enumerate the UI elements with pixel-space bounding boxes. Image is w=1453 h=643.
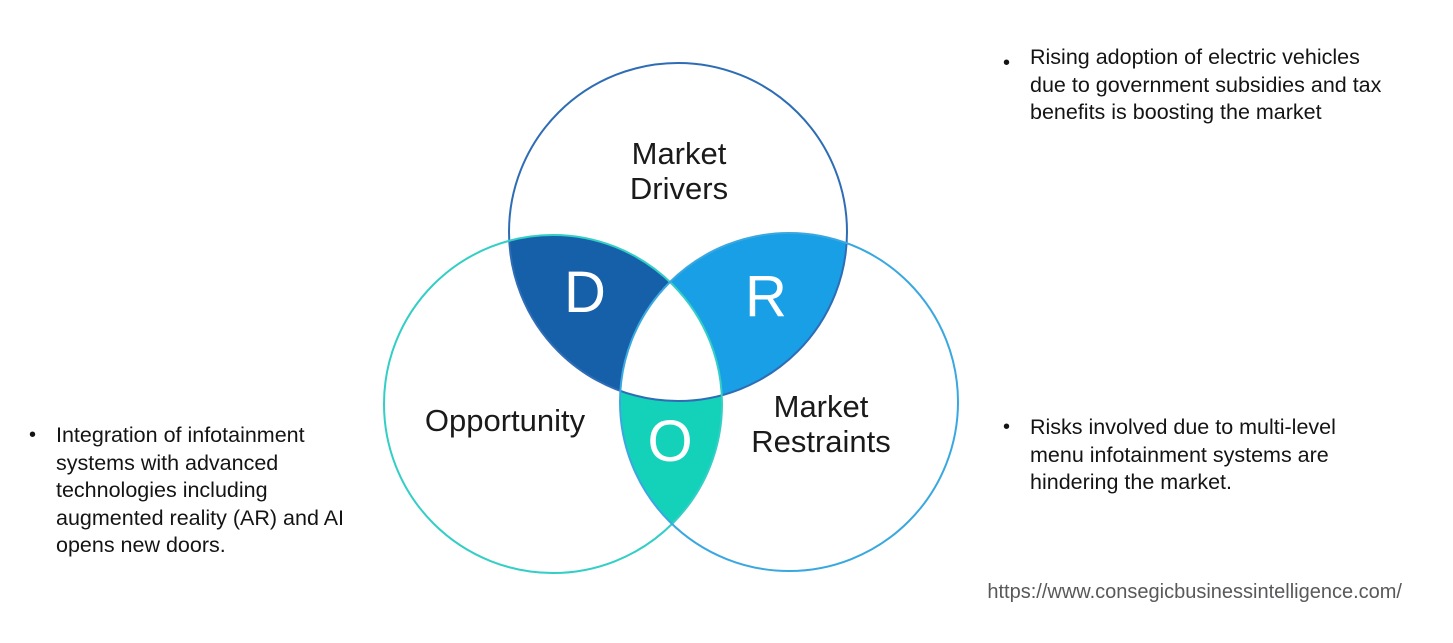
restraint-note: • Risks involved due to multi-level menu…: [1003, 414, 1423, 497]
restraints-intersection-fill: [620, 233, 847, 401]
restraints-letter: R: [745, 264, 787, 329]
restraint-note-text: Risks involved due to multi-level menu i…: [1030, 415, 1336, 494]
opportunity-letter: O: [647, 409, 693, 474]
source-url: https://www.consegicbusinessintelligence…: [987, 581, 1402, 603]
bullet-icon: •: [29, 424, 37, 446]
restraints-circle-label: Market Restraints: [751, 389, 891, 459]
opportunity-note: • Integration of infotainment systems wi…: [29, 422, 389, 560]
drivers-intersection-fill: [509, 235, 722, 401]
drivers-letter: D: [564, 260, 606, 325]
opportunity-circle-label: Opportunity: [424, 403, 586, 438]
opportunity-note-text: Integration of infotainment systems with…: [56, 423, 345, 557]
restraints-circle-outline: [619, 232, 959, 572]
opportunity-circle-outline: [383, 234, 723, 574]
drivers-circle-outline: [508, 62, 848, 402]
bullet-icon: •: [1003, 52, 1011, 74]
bullet-icon: •: [1003, 416, 1011, 438]
drivers-circle-label: Market Drivers: [629, 136, 729, 206]
driver-note-text: Rising adoption of electric vehicles due…: [1030, 45, 1382, 124]
driver-note: • Rising adoption of electric vehicles d…: [1003, 44, 1433, 127]
